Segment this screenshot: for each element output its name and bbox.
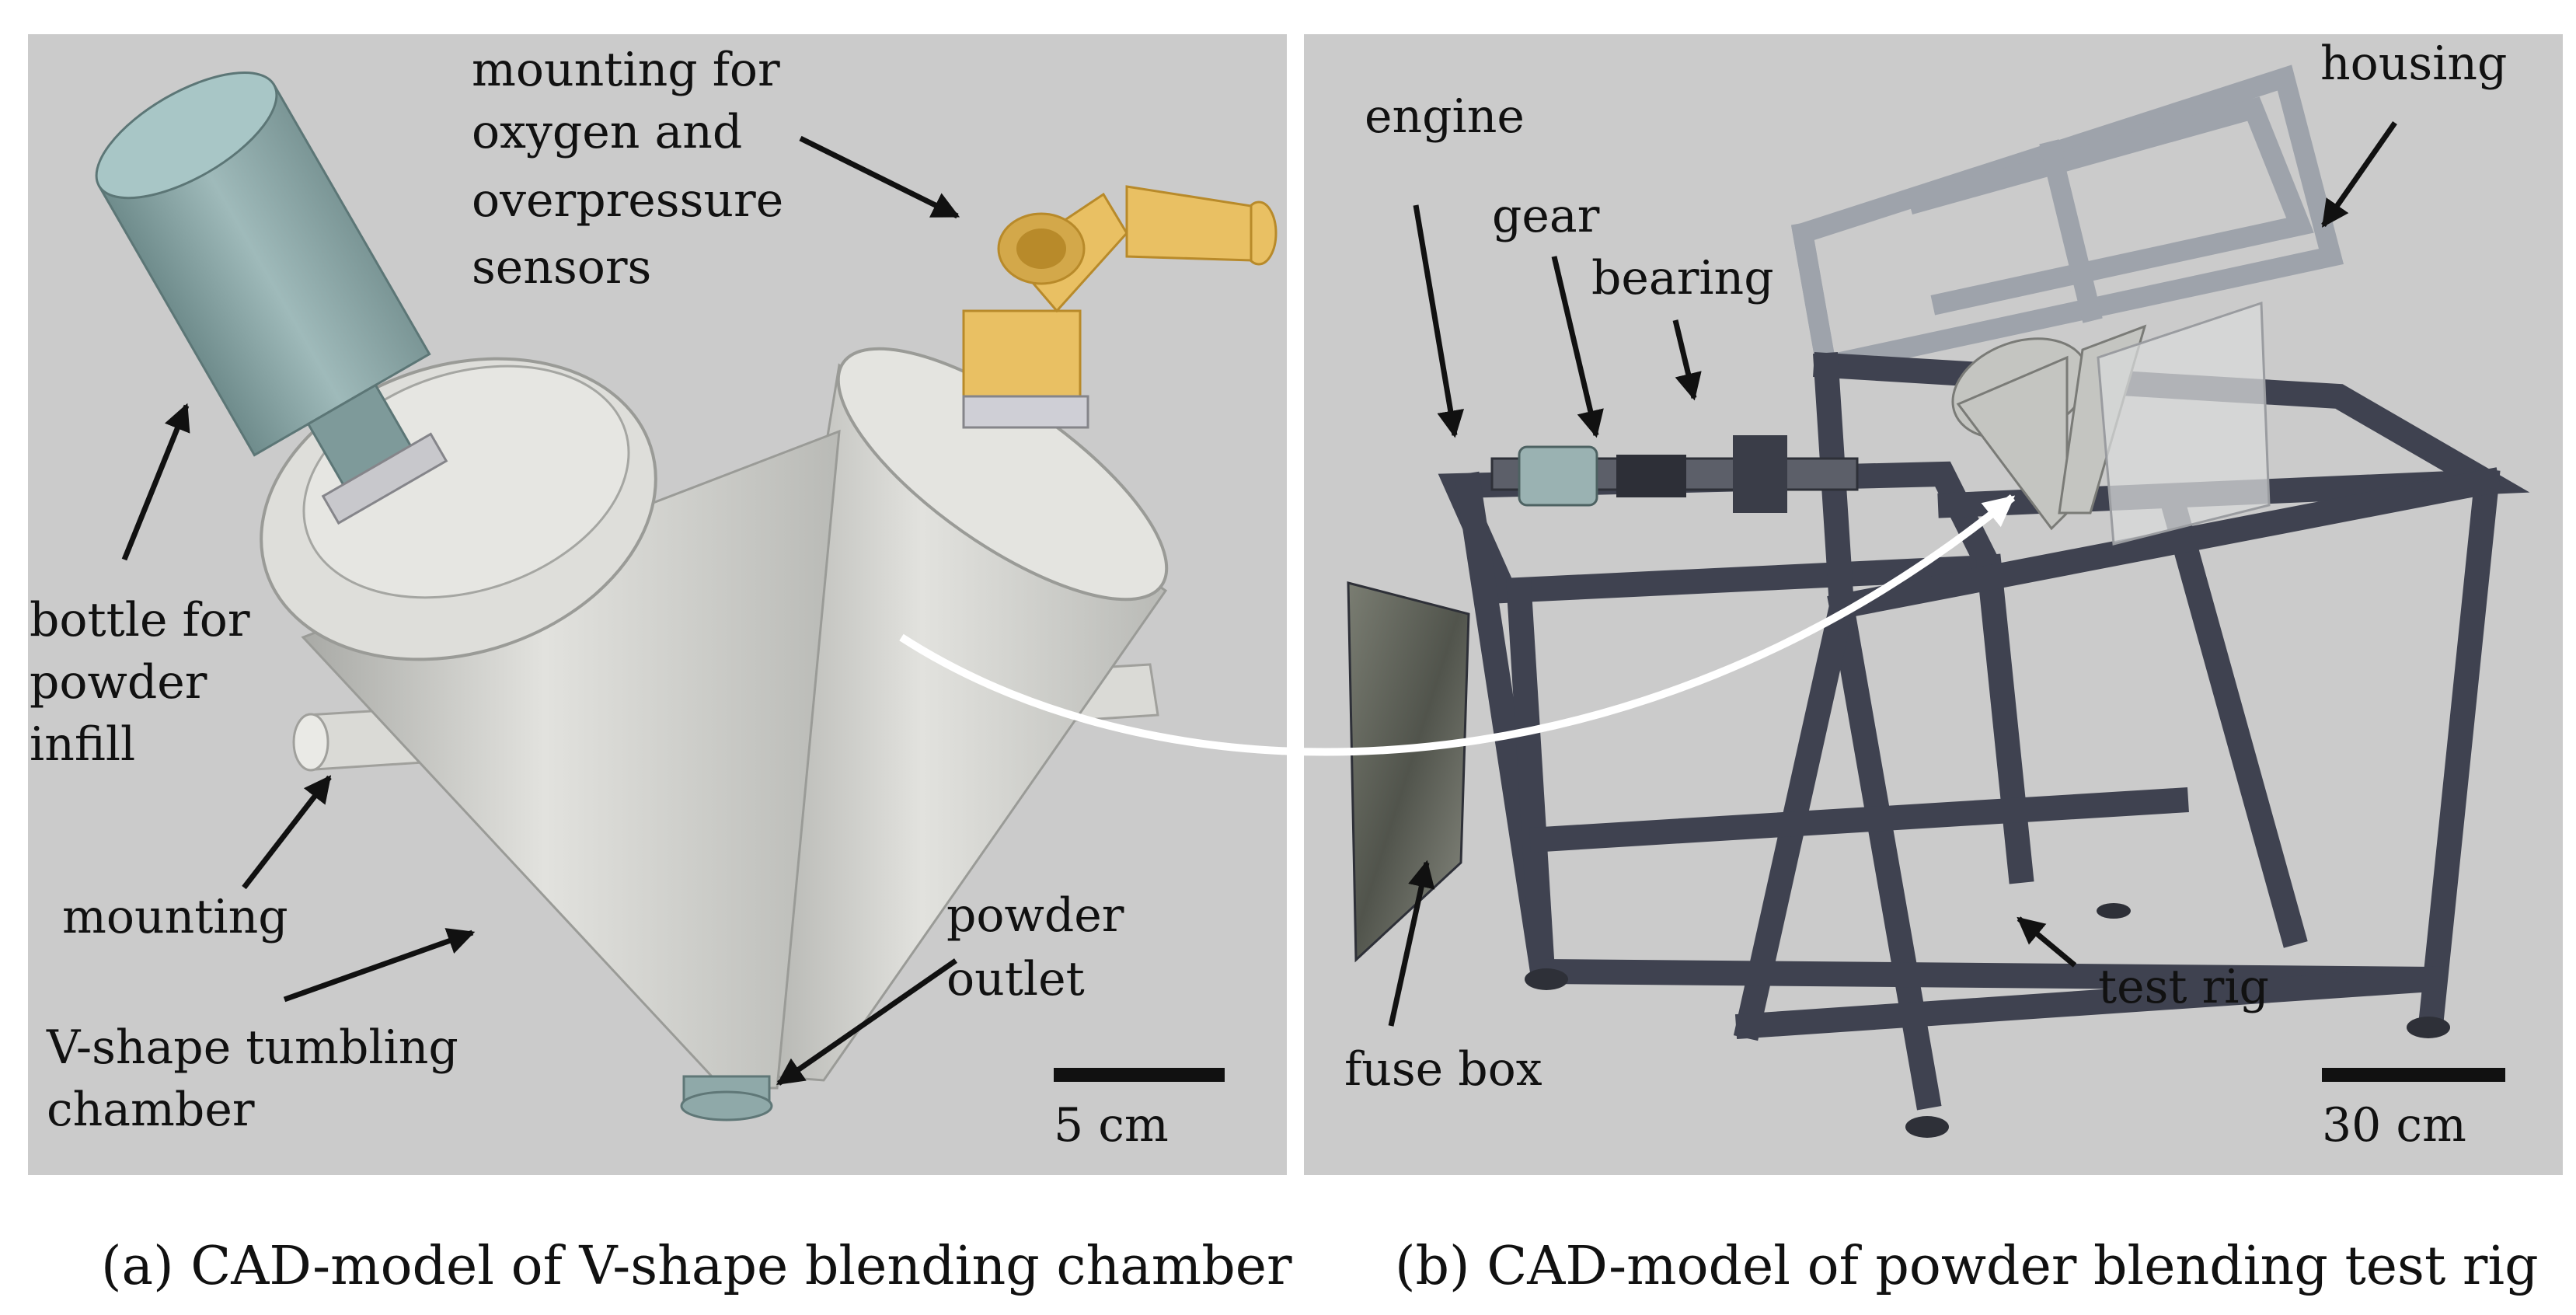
label-powder-outlet-line2: outlet (946, 952, 1085, 1006)
caption-b: (b) CAD-model of powder blending test ri… (1395, 1236, 2539, 1297)
scale-label-b: 30 cm (2322, 1098, 2466, 1153)
arrow-engine (1413, 204, 1465, 438)
caption-a: (a) CAD-model of V-shape blending chambe… (101, 1236, 1292, 1297)
arrow-powder-outlet (776, 958, 957, 1086)
test-rig-illustration (899, 65, 2530, 1138)
arrow-housing (2321, 120, 2397, 228)
arrow-fuse-box (1388, 860, 1435, 1027)
scale-label-a: 5 cm (1054, 1098, 1169, 1153)
v-shape-chamber-illustration (95, 72, 1278, 1121)
arrow-mounting-sensors (799, 135, 960, 219)
arrow-bottle (121, 403, 190, 561)
connection-arrow (899, 494, 2016, 756)
label-mounting: mounting (62, 890, 288, 944)
label-gear: gear (1492, 189, 1600, 243)
label-powder-outlet-line1: powder (946, 888, 1124, 943)
scale-bar-b (2322, 1068, 2505, 1082)
panel-b: engine gear bearing housing fuse box tes… (899, 34, 2563, 1175)
label-test-rig: test rig (2098, 960, 2269, 1014)
label-mounting-sensors-line4: sensors (472, 240, 651, 295)
sensor-mount-illustration (962, 185, 1278, 429)
panel-a: mounting for oxygen and overpressure sen… (28, 34, 1287, 1175)
label-v-shape-line2: chamber (47, 1083, 255, 1137)
arrow-bearing (1672, 319, 1702, 401)
scale-bar-a (1054, 1068, 1225, 1082)
label-mounting-sensors-line1: mounting for (472, 43, 780, 97)
label-bottle-line3: infill (30, 717, 135, 772)
label-mounting-sensors-line3: overpressure (472, 173, 783, 228)
label-engine: engine (1365, 89, 1525, 144)
label-v-shape-line1: V-shape tumbling (46, 1020, 458, 1075)
label-mounting-sensors-line2: oxygen and (472, 105, 742, 159)
label-bearing: bearing (1591, 251, 1774, 305)
label-bottle-line1: bottle for (30, 593, 250, 647)
label-bottle-line2: powder (30, 655, 207, 710)
arrow-gear (1551, 256, 1604, 438)
label-housing: housing (2320, 37, 2507, 91)
arrow-v-shape (283, 928, 476, 1003)
label-fuse-box: fuse box (1344, 1042, 1542, 1097)
arrow-test-rig (2017, 916, 2077, 968)
arrow-mounting (242, 775, 332, 890)
